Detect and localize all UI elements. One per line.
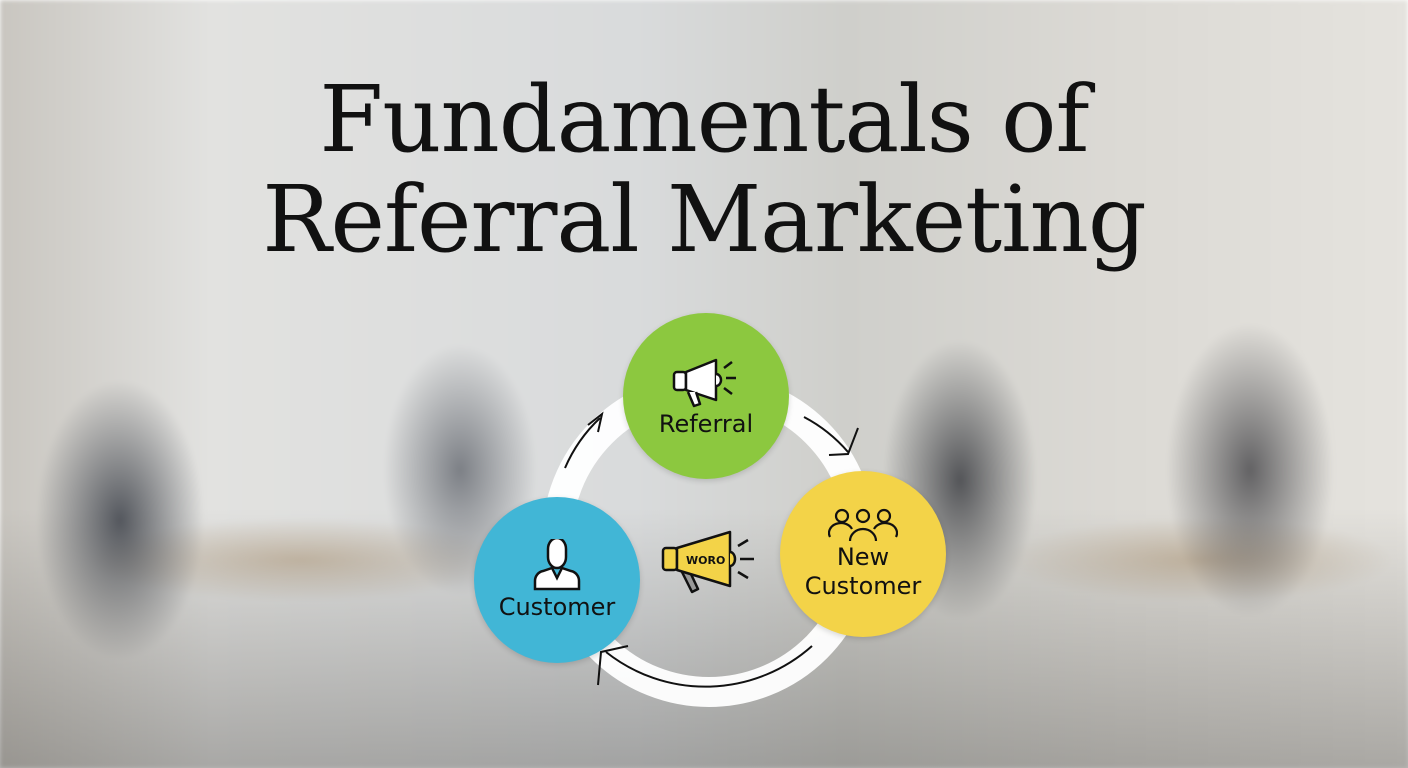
node-new-customer: New Customer xyxy=(780,471,946,637)
word-of-mouth-megaphone: WORO xyxy=(660,528,760,603)
woro-text: WORO xyxy=(686,554,725,567)
page-title: Fundamentals of Referral Marketing xyxy=(0,70,1408,270)
person-icon xyxy=(533,538,581,590)
node-label-referral: Referral xyxy=(658,409,754,438)
title-line-2: Referral Marketing xyxy=(262,166,1146,273)
node-referral: Referral xyxy=(623,313,789,479)
arrow-customer-to-referral xyxy=(564,417,601,469)
word-megaphone-icon: WORO xyxy=(661,530,754,594)
node-label-new-customer-line1: New xyxy=(836,543,890,571)
megaphone-icon xyxy=(672,358,736,407)
arrow-referral-to-new-customer xyxy=(803,416,849,453)
arrow-new-customer-to-customer xyxy=(605,645,813,688)
group-icon xyxy=(828,508,898,542)
title-line-1: Fundamentals of xyxy=(319,66,1089,173)
node-customer: Customer xyxy=(474,497,640,663)
node-label-customer: Customer xyxy=(498,592,616,621)
node-label-new-customer-line2: Customer xyxy=(804,572,922,600)
